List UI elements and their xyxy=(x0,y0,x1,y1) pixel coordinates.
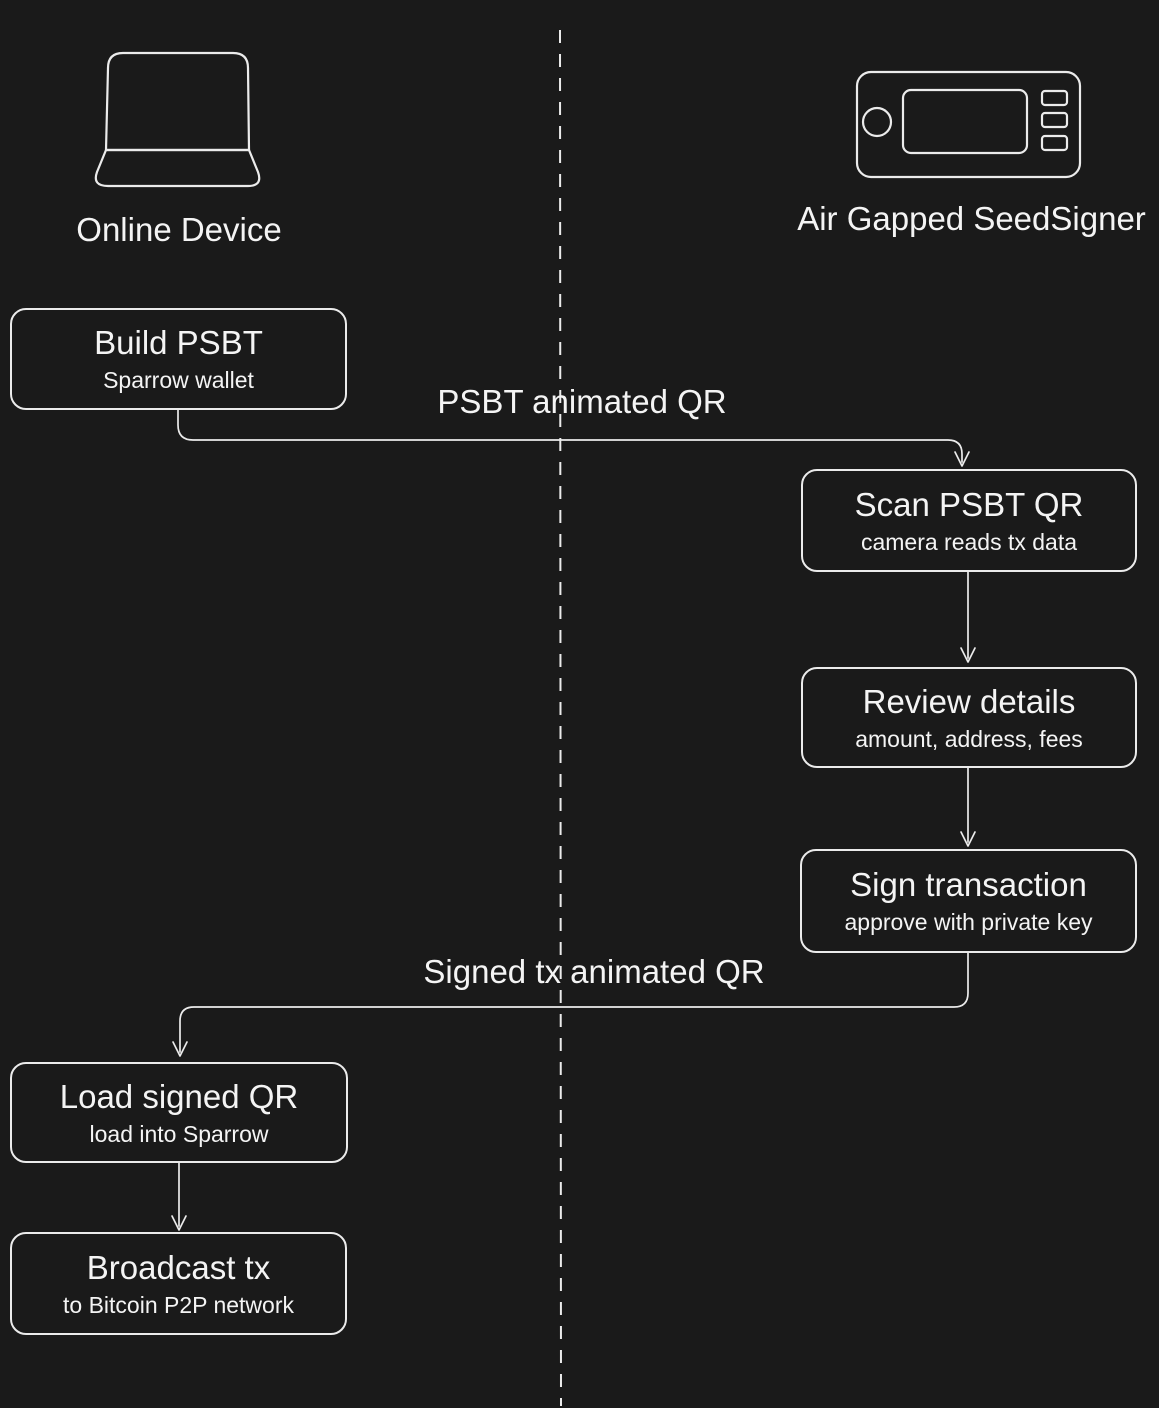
airgap-separator-line xyxy=(559,29,562,1407)
edge-psbt-animated-qr xyxy=(177,409,970,467)
node-sign-transaction-subtitle: approve with private key xyxy=(844,909,1093,935)
node-build-psbt-title: Build PSBT xyxy=(94,324,263,361)
edge-label-psbt-animated-qr: PSBT animated QR xyxy=(437,383,727,420)
node-sign-transaction-title: Sign transaction xyxy=(850,866,1087,903)
node-scan-psbt-qr: Scan PSBT QR camera reads tx data xyxy=(801,469,1137,572)
laptop-icon xyxy=(94,51,261,188)
node-scan-psbt-qr-subtitle: camera reads tx data xyxy=(860,528,1078,555)
edge-scan-to-review xyxy=(960,571,976,663)
node-broadcast-tx-subtitle: to Bitcoin P2P network xyxy=(63,1291,294,1318)
edge-load-to-broadcast xyxy=(171,1162,187,1231)
node-broadcast-tx-title: Broadcast tx xyxy=(86,1248,271,1286)
node-load-signed-qr-subtitle: load into Sparrow xyxy=(89,1120,269,1147)
node-load-signed-qr: Load signed QR load into Sparrow xyxy=(10,1062,348,1163)
seedsigner-icon xyxy=(855,70,1082,179)
edge-label-signed-tx-animated-qr: Signed tx animated QR xyxy=(423,953,765,990)
node-review-details-title: Review details xyxy=(862,682,1076,720)
node-sign-transaction: Sign transaction approve with private ke… xyxy=(800,849,1137,953)
node-load-signed-qr-title: Load signed QR xyxy=(59,1077,299,1115)
node-review-details-subtitle: amount, address, fees xyxy=(855,725,1083,752)
lane-label-air-gapped-seedsigner: Air Gapped SeedSigner xyxy=(797,200,1146,237)
node-scan-psbt-qr-title: Scan PSBT QR xyxy=(854,485,1084,523)
node-build-psbt: Build PSBT Sparrow wallet xyxy=(10,308,347,410)
edge-signed-tx-animated-qr xyxy=(172,952,969,1057)
lane-label-online-device: Online Device xyxy=(76,211,282,248)
node-build-psbt-subtitle: Sparrow wallet xyxy=(103,367,254,393)
edge-review-to-sign xyxy=(960,767,976,847)
node-review-details: Review details amount, address, fees xyxy=(801,667,1137,768)
node-broadcast-tx: Broadcast tx to Bitcoin P2P network xyxy=(10,1232,347,1335)
